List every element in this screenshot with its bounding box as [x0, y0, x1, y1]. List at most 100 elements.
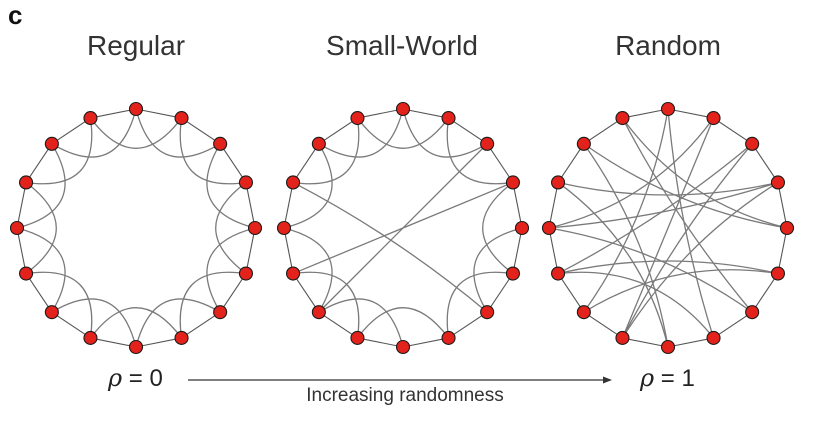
random-ring-edge [583, 311, 623, 339]
regular-node [238, 175, 253, 190]
regular-edge [135, 298, 221, 348]
regular-edge [179, 271, 247, 339]
random-edge [583, 269, 779, 313]
regular-node [83, 111, 98, 126]
small-world-ring-edge [448, 311, 488, 339]
regular-ring-edge [90, 337, 137, 348]
small-world-ring-edge [402, 108, 449, 119]
regular-ring-edge [135, 108, 182, 119]
regular-node [19, 266, 34, 281]
regular-ring-edge [16, 227, 27, 274]
random-edge [557, 271, 715, 339]
regular-node [238, 266, 253, 281]
arrow-caption: Increasing randomness [306, 385, 504, 406]
small-world-edge [356, 307, 450, 339]
random-node [660, 339, 676, 355]
rho-value-right: = 1 [660, 365, 695, 392]
random-ring-edge [557, 143, 585, 183]
panel-label: c [8, 0, 23, 30]
small-world-ring-edge [283, 182, 294, 229]
random-edge [583, 143, 788, 229]
small-world-ring-edge [512, 227, 523, 274]
random-node [660, 101, 676, 117]
small-world-node [286, 175, 301, 190]
small-world-node [480, 136, 495, 151]
small-world-node [514, 220, 530, 236]
regular-node [19, 175, 34, 190]
random-ring-edge [583, 117, 623, 145]
small-world-edge [356, 117, 450, 149]
regular-node [174, 111, 189, 126]
random-network [541, 101, 795, 355]
regular-ring-edge [181, 117, 221, 145]
small-world-node [441, 330, 456, 345]
random-node [576, 305, 591, 320]
small-world-ring-edge [318, 117, 358, 145]
random-edge [548, 227, 753, 313]
regular-edge [16, 227, 66, 313]
random-edge [583, 108, 669, 313]
random-node [615, 330, 630, 345]
random-ring-edge [622, 337, 669, 348]
small-world-node [441, 111, 456, 126]
random-ring-edge [713, 311, 753, 339]
small-world-edge [318, 108, 404, 158]
regular-network [9, 101, 263, 355]
random-node [745, 305, 760, 320]
random-edge [557, 260, 779, 275]
random-edge [548, 181, 779, 229]
random-node [615, 111, 630, 126]
regular-edge [215, 181, 247, 275]
small-world-ring-edge [357, 337, 404, 348]
title-regular: Regular [86, 30, 186, 61]
rho-value-left: = 0 [128, 365, 163, 392]
random-ring-edge [548, 227, 559, 274]
regular-ring-edge [181, 311, 221, 339]
small-world-node [395, 101, 411, 117]
rho-symbol-left: ρ [108, 364, 123, 392]
regular-node [213, 136, 228, 151]
small-world-node [350, 111, 365, 126]
regular-ring-edge [245, 227, 256, 274]
small-world-ring-edge [512, 182, 523, 229]
small-world-ring-edge [318, 311, 358, 339]
title-small-world: Small-World [326, 30, 478, 61]
random-ring-edge [713, 117, 753, 145]
small-world-node [505, 266, 520, 281]
random-node [551, 266, 566, 281]
regular-node [213, 305, 228, 320]
random-node [745, 136, 760, 151]
random-edge [621, 117, 788, 229]
small-world-node [350, 330, 365, 345]
small-world-edge [482, 181, 514, 275]
regular-ring-edge [51, 311, 91, 339]
random-edge [557, 181, 669, 348]
small-world-edge [402, 108, 488, 158]
small-world-ring-edge [283, 227, 294, 274]
random-ring-edge [777, 182, 788, 229]
regular-ring-edge [25, 273, 53, 313]
regular-node [174, 330, 189, 345]
regular-edge [89, 307, 183, 339]
random-node [770, 266, 785, 281]
regular-edge [25, 181, 57, 275]
small-world-ring-edge [402, 337, 449, 348]
regular-edge [25, 271, 93, 339]
small-world-edge [292, 117, 360, 185]
small-world-edge [446, 271, 514, 339]
rho-one-label: ρ = 1 [640, 364, 695, 393]
random-node [541, 220, 557, 236]
small-world-ring-edge [292, 273, 320, 313]
random-edge [667, 108, 715, 339]
random-ring-edge [751, 273, 779, 313]
random-node [706, 330, 721, 345]
random-edge [621, 117, 715, 339]
random-edge [557, 181, 779, 196]
random-edge [548, 117, 715, 229]
random-ring-edge [548, 182, 559, 229]
random-ring-edge [622, 108, 669, 119]
regular-edge [179, 117, 247, 185]
rho-zero-label: ρ = 0 [108, 364, 163, 393]
regular-edge [135, 108, 221, 158]
randomness-arrow [188, 376, 612, 384]
